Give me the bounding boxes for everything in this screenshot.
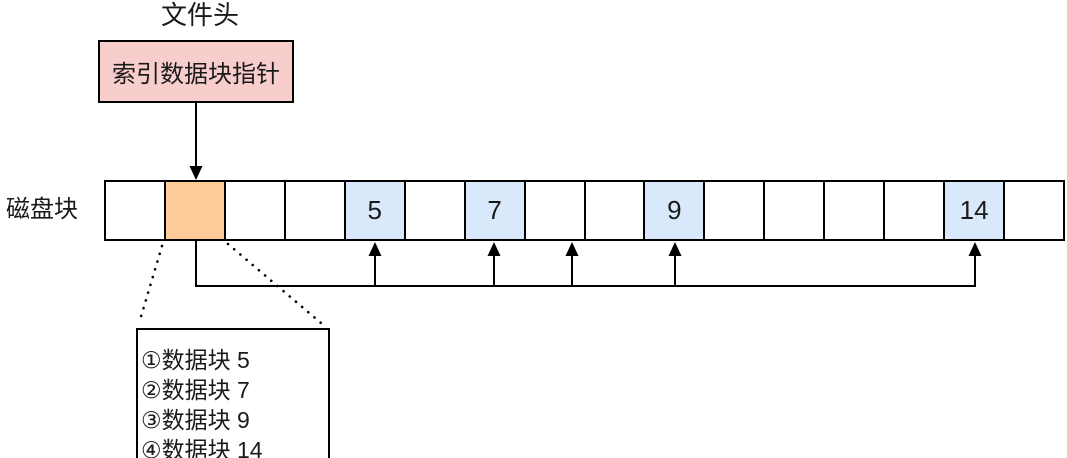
data-block-arrow-2 (487, 242, 501, 286)
disk-block-empty (885, 182, 946, 239)
disk-block-empty (106, 182, 166, 239)
disk-block-row: 5 7 9 14 (104, 180, 1065, 241)
disk-block-data-5: 5 (345, 182, 406, 239)
disk-block-empty (225, 182, 286, 239)
disk-block-empty (1005, 182, 1063, 239)
index-pointer-box: 索引数据块指针 (98, 40, 294, 103)
index-pointer-label: 索引数据块指针 (112, 61, 280, 88)
disk-block-empty (405, 182, 466, 239)
file-header-label: 文件头 (160, 0, 239, 30)
disk-block-empty (765, 182, 826, 239)
disk-block-index (165, 182, 226, 239)
data-block-arrow-4 (668, 242, 682, 286)
disk-block-empty (825, 182, 886, 239)
dotted-line-right (226, 242, 323, 325)
index-list-item: ①数据块 5 (141, 347, 250, 373)
data-block-arrow-5 (968, 242, 982, 256)
disk-block-empty (285, 182, 346, 239)
header-pointer-arrow (189, 103, 203, 180)
disk-row-label: 磁盘块 (6, 196, 78, 223)
dotted-line-left (138, 244, 164, 322)
index-list-item: ③数据块 9 (141, 407, 250, 433)
index-list-box: ①数据块 5 ②数据块 7 ③数据块 9 ④数据块 14 (136, 328, 330, 458)
disk-block-empty (585, 182, 646, 239)
disk-block-data-9: 9 (645, 182, 706, 239)
disk-block-data-7: 7 (465, 182, 526, 239)
index-list-item: ②数据块 7 (141, 377, 250, 403)
data-block-arrow-1 (368, 242, 382, 286)
disk-block-empty (705, 182, 766, 239)
disk-block-empty (525, 182, 586, 239)
disk-block-data-14: 14 (945, 182, 1006, 239)
index-list-item: ④数据块 14 (141, 437, 263, 458)
data-block-arrow-3 (565, 242, 579, 286)
index-connector-line (195, 241, 976, 287)
